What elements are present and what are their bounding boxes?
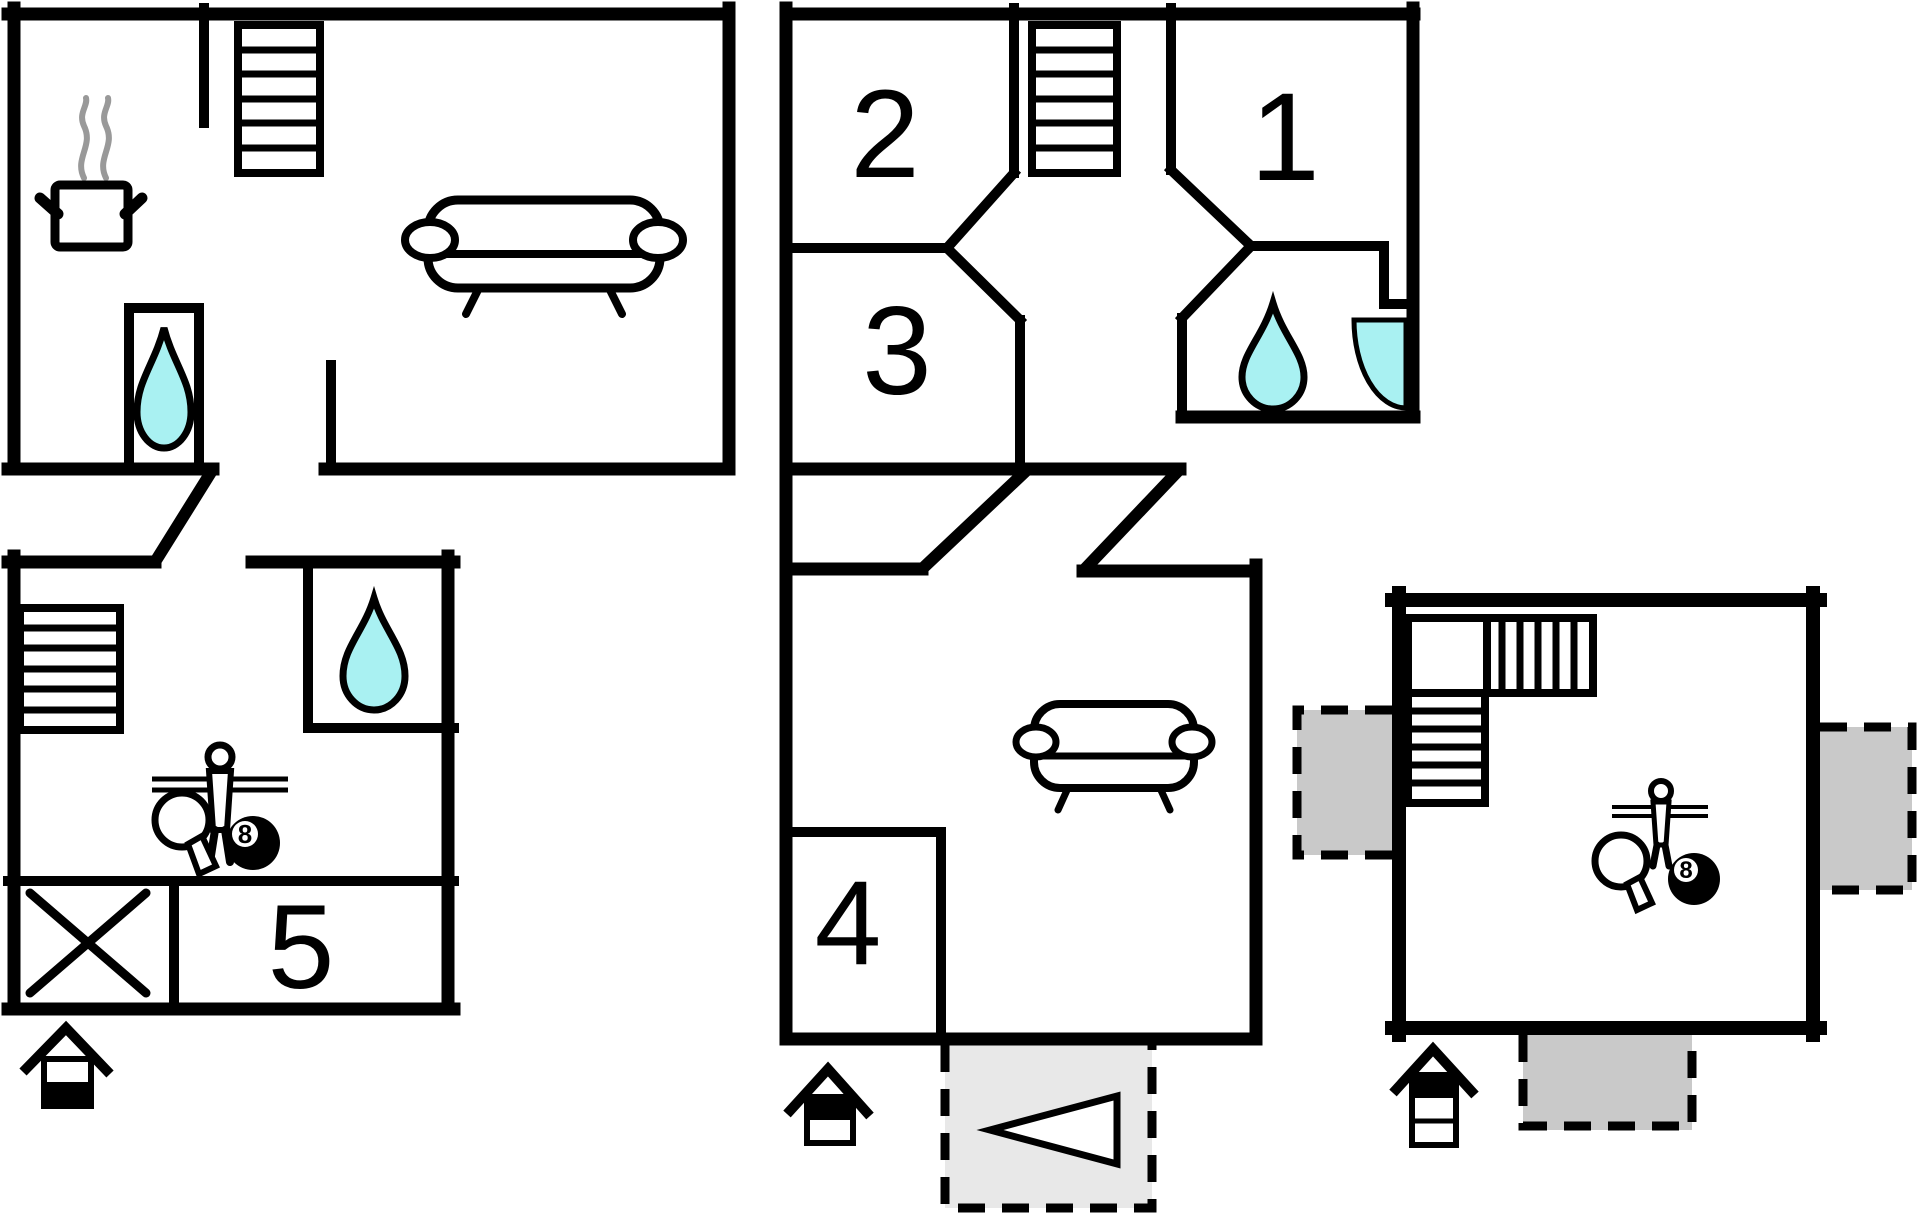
terrace-middle <box>940 1045 1157 1213</box>
water-drop-icon-ground-floor <box>133 327 195 452</box>
eight-ball-number: 8 <box>1679 857 1692 884</box>
upper-floor-interior-walls <box>787 3 1418 474</box>
staircase-icon-ground-floor <box>234 21 324 177</box>
middle-level-walls <box>779 558 1263 1046</box>
l-shaped-staircase-icon-annex <box>1404 614 1597 807</box>
staircase-icon-basement <box>16 604 124 734</box>
staircase-icon-upper-floor <box>1028 21 1121 177</box>
room-1-label: 1 <box>1250 68 1320 207</box>
cross-marker-icon <box>25 888 151 998</box>
terrace-right-building-bottom <box>1518 1035 1697 1131</box>
ground-floor-interior-walls <box>124 3 336 474</box>
terrace-right-building-left <box>1292 705 1392 860</box>
shower-icon <box>1351 317 1409 411</box>
stair-passage-diagonals <box>149 464 1185 576</box>
eight-ball-icon-basement: 8 <box>226 816 280 870</box>
foosball-player-icon-basement <box>152 741 288 866</box>
eight-ball-number: 8 <box>238 819 252 849</box>
entrance-arrow-icon-middle <box>783 1061 874 1146</box>
cooking-pot-icon <box>34 95 148 252</box>
entrance-arrow-icon-basement <box>19 1020 114 1109</box>
ground-floor-walls <box>1 1 736 476</box>
middle-level-interior-walls <box>781 827 946 1044</box>
water-drop-icon-basement <box>339 585 409 714</box>
direction-triangle-icon <box>976 1091 1121 1169</box>
basement-walls <box>1 549 461 1016</box>
room-2-label: 2 <box>850 65 920 204</box>
foosball-player-icon-annex <box>1612 778 1708 870</box>
table-tennis-paddle-icon-annex <box>1591 831 1656 915</box>
steam-icon <box>100 95 112 181</box>
sofa-icon-middle-level <box>1012 700 1216 814</box>
room-4-label: 4 <box>815 856 882 990</box>
room-3-label: 3 <box>862 282 932 421</box>
entrance-arrow-icon-annex <box>1389 1041 1479 1148</box>
upper-floor-walls <box>779 1 1421 1046</box>
room-5-label: 5 <box>268 880 335 1014</box>
table-tennis-paddle-icon-basement <box>151 789 220 879</box>
eight-ball-icon-annex: 8 <box>1668 853 1720 905</box>
annex-walls <box>1385 586 1827 1042</box>
basement-interior-walls <box>3 557 459 1014</box>
steam-icon <box>78 95 90 181</box>
sofa-icon-ground-floor <box>401 195 687 318</box>
water-drop-icon-bathroom <box>1238 290 1308 413</box>
terrace-right-building-right <box>1820 722 1917 895</box>
